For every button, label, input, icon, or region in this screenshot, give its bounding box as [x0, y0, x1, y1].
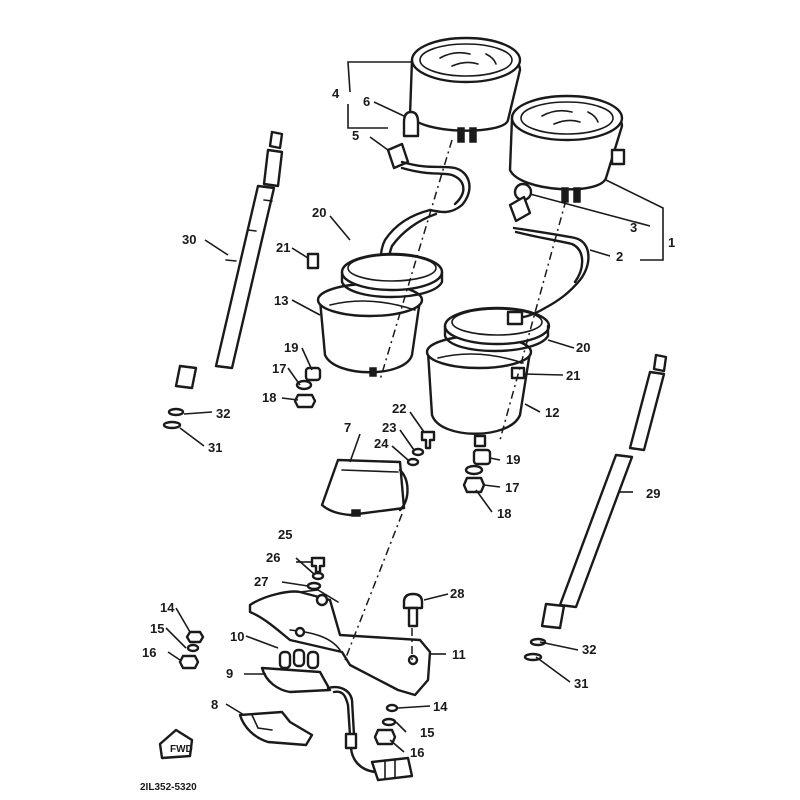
- callout-20b: 20: [576, 340, 590, 355]
- callout-19b: 19: [506, 452, 520, 467]
- callout-12: 12: [545, 405, 559, 420]
- callout-32a: 32: [216, 406, 230, 421]
- nut-18-left: [293, 393, 317, 409]
- nut-14-right: [385, 703, 399, 713]
- callout-15b: 15: [420, 725, 434, 740]
- callout-29: 29: [646, 486, 660, 501]
- socket-cord-3: [508, 182, 590, 310]
- indicator-light-9: [260, 648, 414, 782]
- callout-16a: 16: [142, 645, 156, 660]
- callout-27: 27: [254, 574, 268, 589]
- washer-15-right: [381, 717, 397, 727]
- callout-20a: 20: [312, 205, 326, 220]
- callout-9: 9: [226, 666, 233, 681]
- callout-17b: 17: [505, 480, 519, 495]
- callout-16b: 16: [410, 745, 424, 760]
- speedometer-cable-30: [162, 130, 284, 430]
- callout-18b: 18: [497, 506, 511, 521]
- tachometer-cable-29: [523, 353, 668, 662]
- washer-15-left: [186, 643, 200, 653]
- callout-18a: 18: [262, 390, 276, 405]
- callout-15a: 15: [150, 621, 164, 636]
- screw-21-right: [510, 366, 526, 380]
- meter-assembly-right: [508, 94, 626, 203]
- callout-7: 7: [344, 420, 351, 435]
- washer-26: [311, 571, 325, 581]
- callout-26: 26: [266, 550, 280, 565]
- callout-21b: 21: [566, 368, 580, 383]
- callout-6: 6: [363, 94, 370, 109]
- callout-2: 2: [616, 249, 623, 264]
- callout-30: 30: [182, 232, 196, 247]
- callout-21a: 21: [276, 240, 290, 255]
- callout-25: 25: [278, 527, 292, 542]
- nut-18-right: [462, 476, 486, 494]
- collar-17-left: [295, 379, 313, 391]
- callout-4: 4: [332, 86, 340, 101]
- assembly-centerlines: [344, 139, 567, 661]
- socket-cord-5: [386, 142, 471, 214]
- leader-lines: [165, 61, 664, 753]
- callout-24: 24: [374, 436, 389, 451]
- callout-22: 22: [392, 401, 406, 416]
- callout-14a: 14: [160, 600, 175, 615]
- nut-16-left: [178, 654, 200, 670]
- callout-13: 13: [274, 293, 288, 308]
- callout-3: 3: [630, 220, 637, 235]
- meter-bracket-11: [248, 589, 432, 697]
- callout-8: 8: [211, 697, 218, 712]
- washer-24: [406, 457, 420, 467]
- nut-14-left: [185, 630, 205, 644]
- callout-28: 28: [450, 586, 464, 601]
- bracket-8: [238, 710, 314, 747]
- meter-ring-right-20: [443, 306, 551, 353]
- collar-17-right: [464, 464, 484, 476]
- screw-25: [310, 556, 326, 574]
- callout-23: 23: [382, 420, 396, 435]
- callout-labels: 1 2 3 4 5 6 7 8 9 10 11 12 13 14 14 15 1…: [142, 86, 675, 760]
- screw-22: [420, 430, 436, 450]
- callout-11: 11: [452, 647, 466, 662]
- diagram-code: 2IL352-5320: [140, 782, 197, 793]
- washer-23: [411, 447, 425, 457]
- meter-cover-7: [320, 458, 409, 517]
- callout-10: 10: [230, 629, 244, 644]
- callout-31a: 31: [208, 440, 222, 455]
- meter-case-left-13: [316, 282, 424, 377]
- meter-ring-left-20: [340, 252, 444, 299]
- grommet-19-right: [472, 448, 492, 466]
- svg-text:FWD: FWD: [170, 744, 193, 755]
- washer-27: [306, 581, 322, 591]
- callout-31b: 31: [574, 676, 588, 691]
- meter-assembly-left: [408, 36, 522, 143]
- screw-21-left: [306, 252, 320, 270]
- callout-17a: 17: [272, 361, 286, 376]
- front-direction-mark: FWD: [158, 728, 194, 760]
- bolt-28: [402, 592, 424, 628]
- callout-14b: 14: [433, 699, 448, 714]
- callout-32b: 32: [582, 642, 596, 657]
- callout-5: 5: [352, 128, 359, 143]
- bulb-6: [402, 110, 420, 138]
- callout-19a: 19: [284, 340, 298, 355]
- grommet-19-left: [304, 366, 322, 382]
- meter-case-right-12: [425, 334, 533, 448]
- callout-1: 1: [668, 235, 675, 250]
